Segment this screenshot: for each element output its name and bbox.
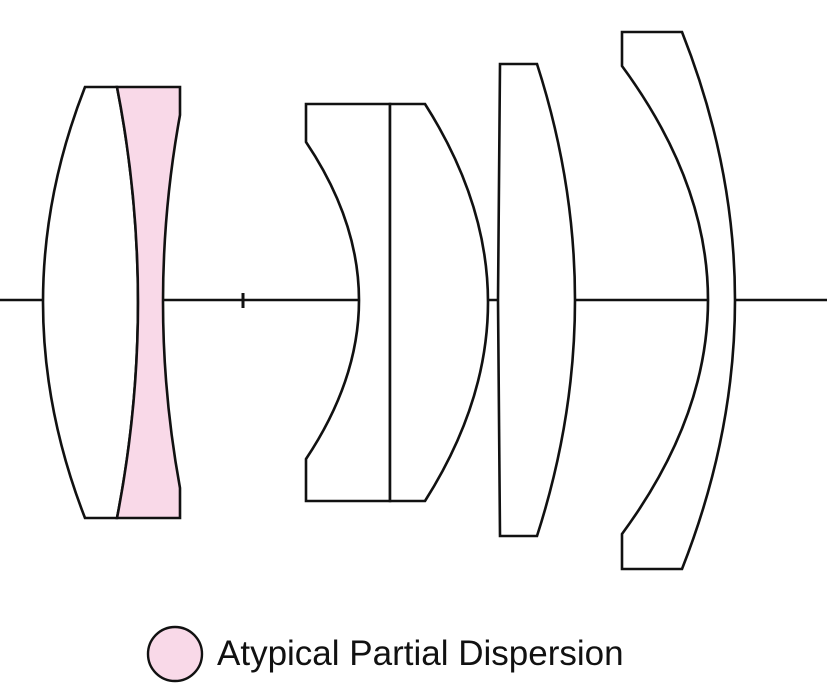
legend-label-apd: Atypical Partial Dispersion <box>217 634 624 673</box>
lens-element-3 <box>304 102 392 503</box>
legend-swatch-apd <box>146 625 204 683</box>
lens-element-5 <box>496 62 577 538</box>
lens-element-1 <box>41 85 140 520</box>
lens-element-6 <box>620 30 737 571</box>
lens-element-2-apd <box>115 85 182 520</box>
lens-element-4 <box>388 102 490 503</box>
